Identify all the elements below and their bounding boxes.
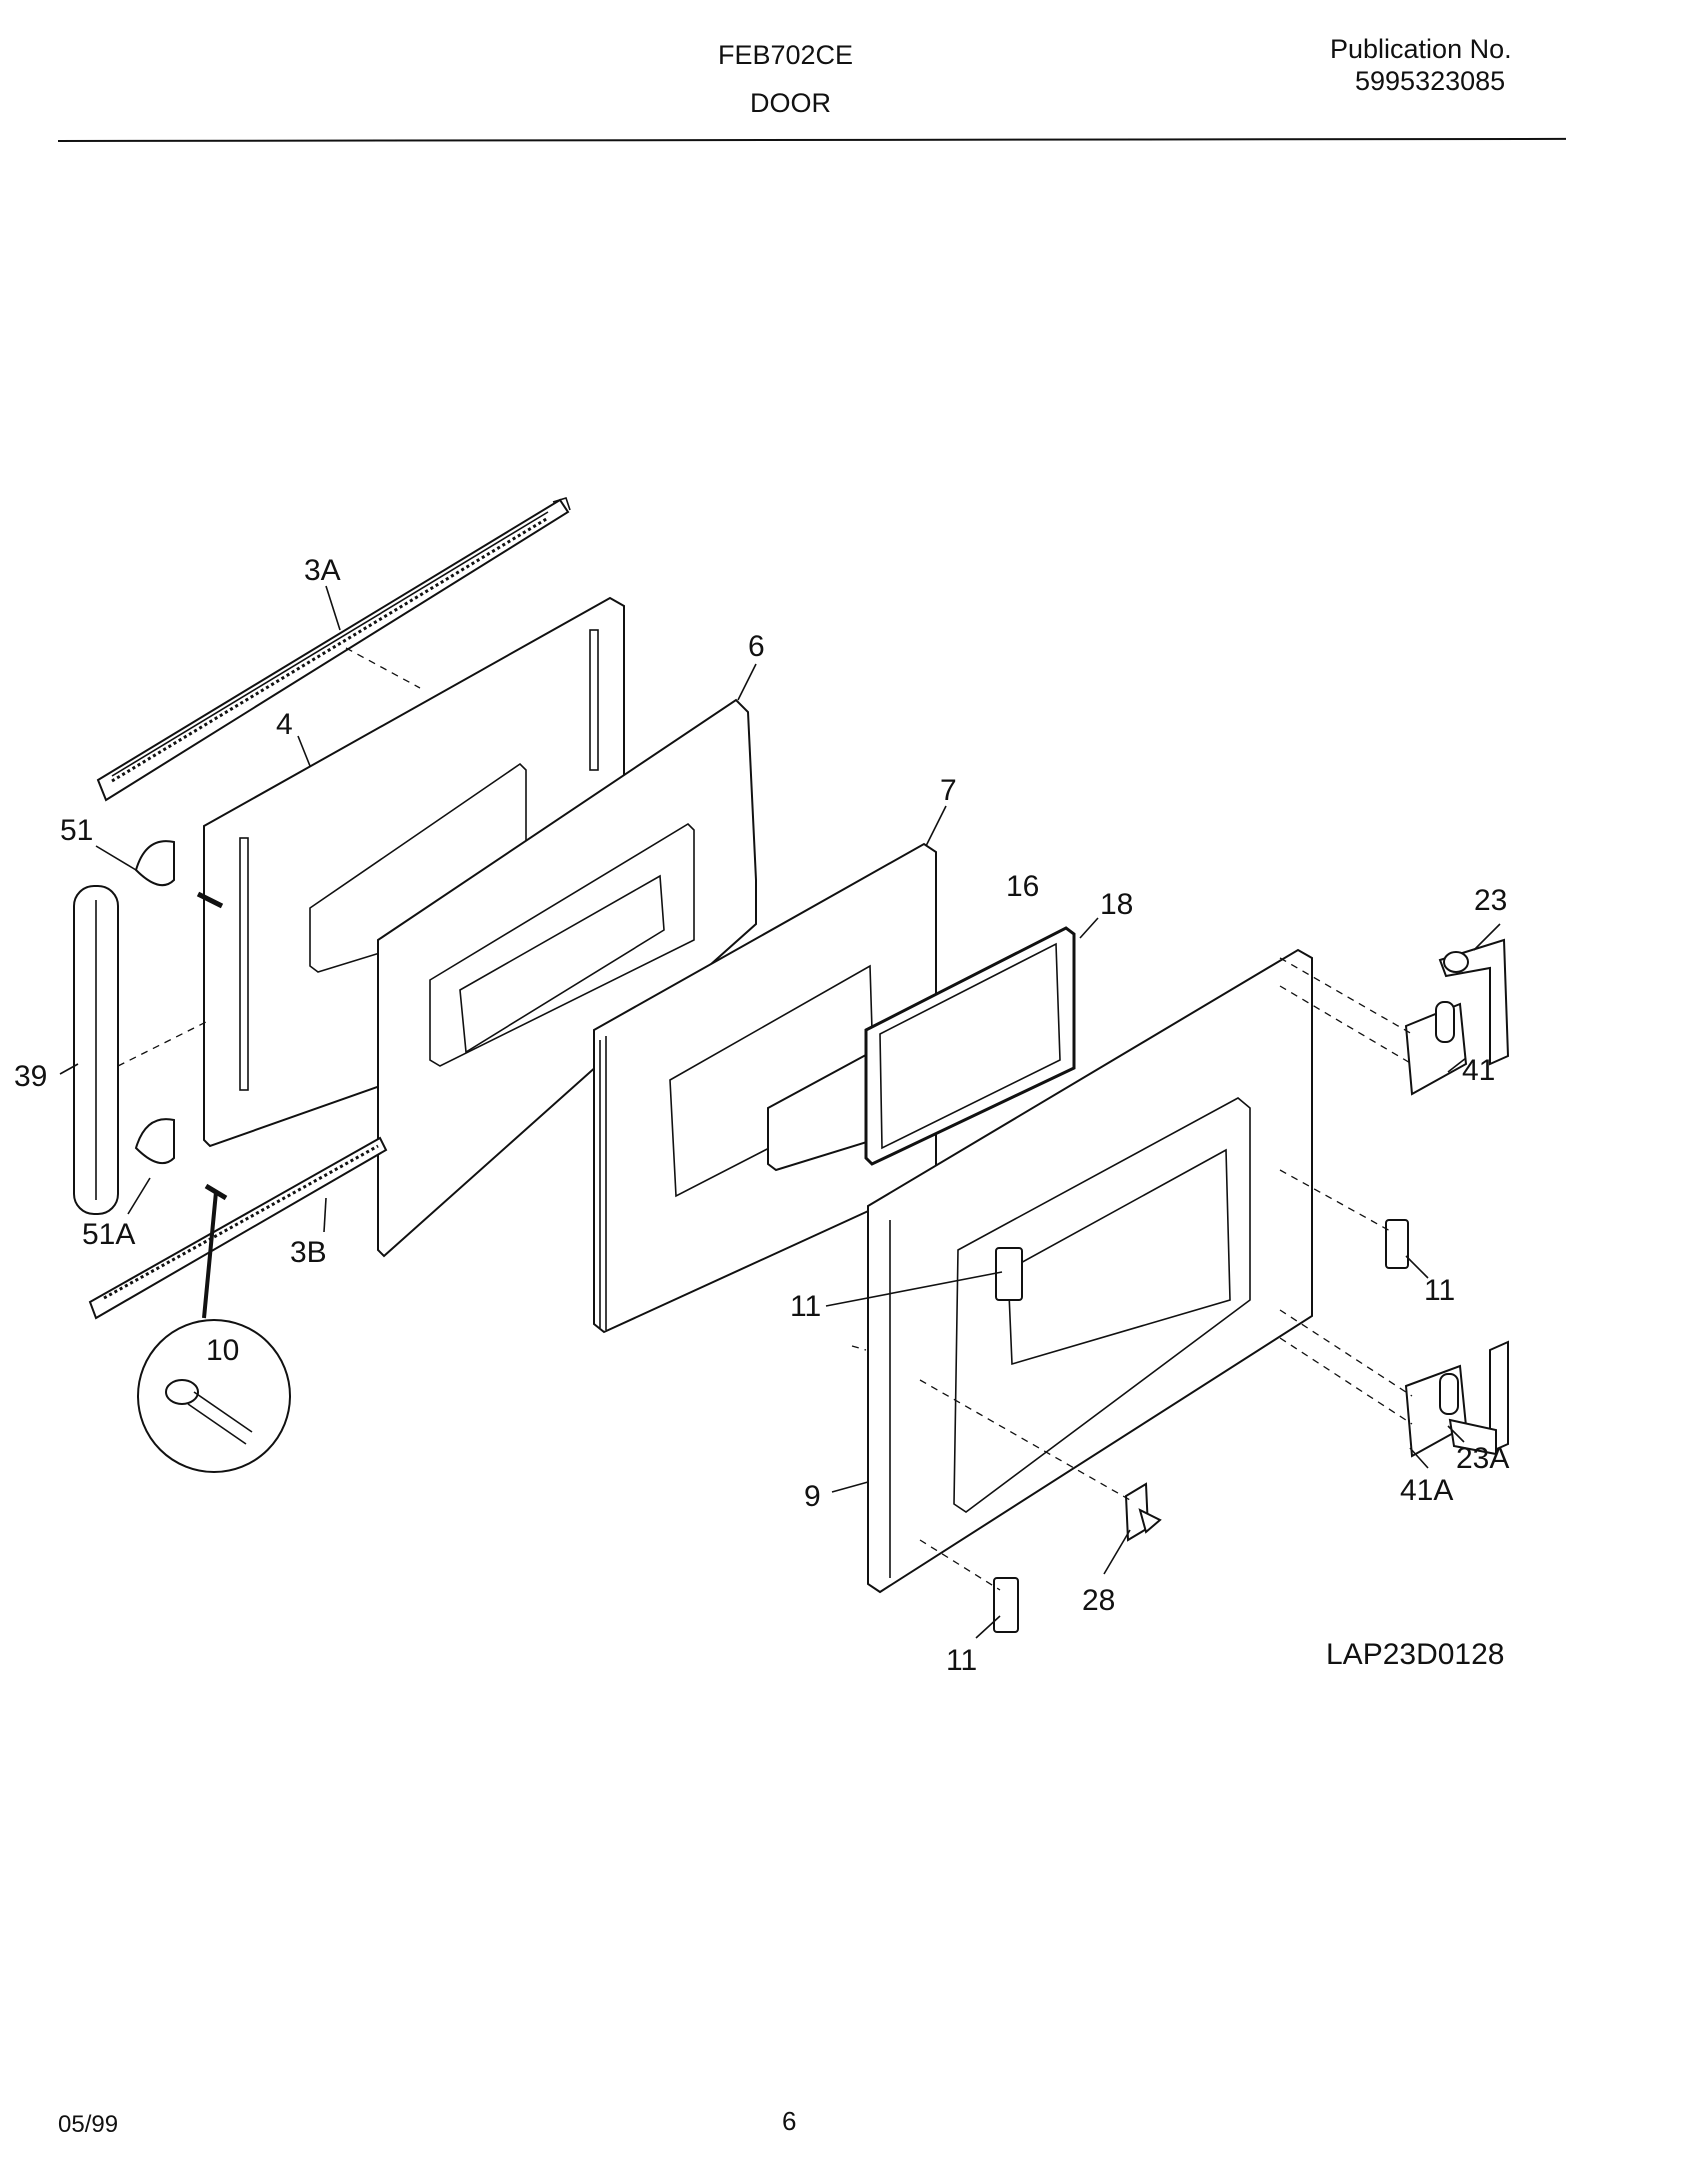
part-6-insulation [377,698,757,1258]
callout-18: 18 [1100,888,1133,921]
part-9-outer-door [867,948,1313,1594]
callout-16: 16 [1006,870,1039,903]
leader-lines [59,585,1501,1639]
part-11-clip-center [995,1247,1023,1301]
callout-23: 23 [1474,884,1507,917]
callout-51a: 51A [82,1218,135,1251]
callout-11-right: 11 [1424,1274,1455,1307]
callout-39: 39 [14,1060,47,1093]
callout-3a: 3A [304,554,341,587]
part-51a-end-cap [134,1118,175,1165]
part-11-clip-bottom [993,1577,1019,1633]
publication-label: Publication No. [1330,34,1512,64]
page-number: 6 [782,2106,797,2136]
part-23-hinge [1438,938,1510,1066]
callout-28: 28 [1082,1584,1115,1617]
footer-date: 05/99 [58,2111,119,2138]
alignment-lines [117,647,1413,1591]
section-title: DOOR [750,88,831,118]
callout-11-center: 11 [790,1290,821,1323]
callout-3b: 3B [290,1236,327,1269]
callout-7: 7 [940,774,957,807]
callout-6: 6 [748,630,765,663]
callout-51: 51 [60,814,93,847]
drawing-id: LAP23D0128 [1326,1638,1504,1671]
screw-upper [196,891,224,909]
part-51-end-cap [134,840,175,887]
model-number: FEB702CE [718,40,854,70]
publication-number: 5995323085 [1355,66,1506,96]
callout-41: 41 [1462,1054,1495,1087]
callout-41a: 41A [1400,1474,1453,1507]
part-41-hinge-receiver [1404,1001,1468,1096]
part-39-handle [73,885,119,1215]
part-11-clip-right [1385,1219,1409,1269]
callout-10: 10 [206,1334,239,1367]
callout-9: 9 [804,1480,821,1513]
part-3b-bottom-trim [88,1136,388,1320]
part-28-latch [1124,1482,1162,1542]
callout-4: 4 [276,708,293,741]
callout-23a: 23A [1456,1442,1509,1475]
callout-11-bottom: 11 [946,1644,977,1677]
part-3a-top-trim [96,497,571,802]
part-23a-hinge [1448,1340,1509,1456]
part-18-gasket [864,926,1076,1166]
part-10-screw-detail [137,1191,291,1473]
